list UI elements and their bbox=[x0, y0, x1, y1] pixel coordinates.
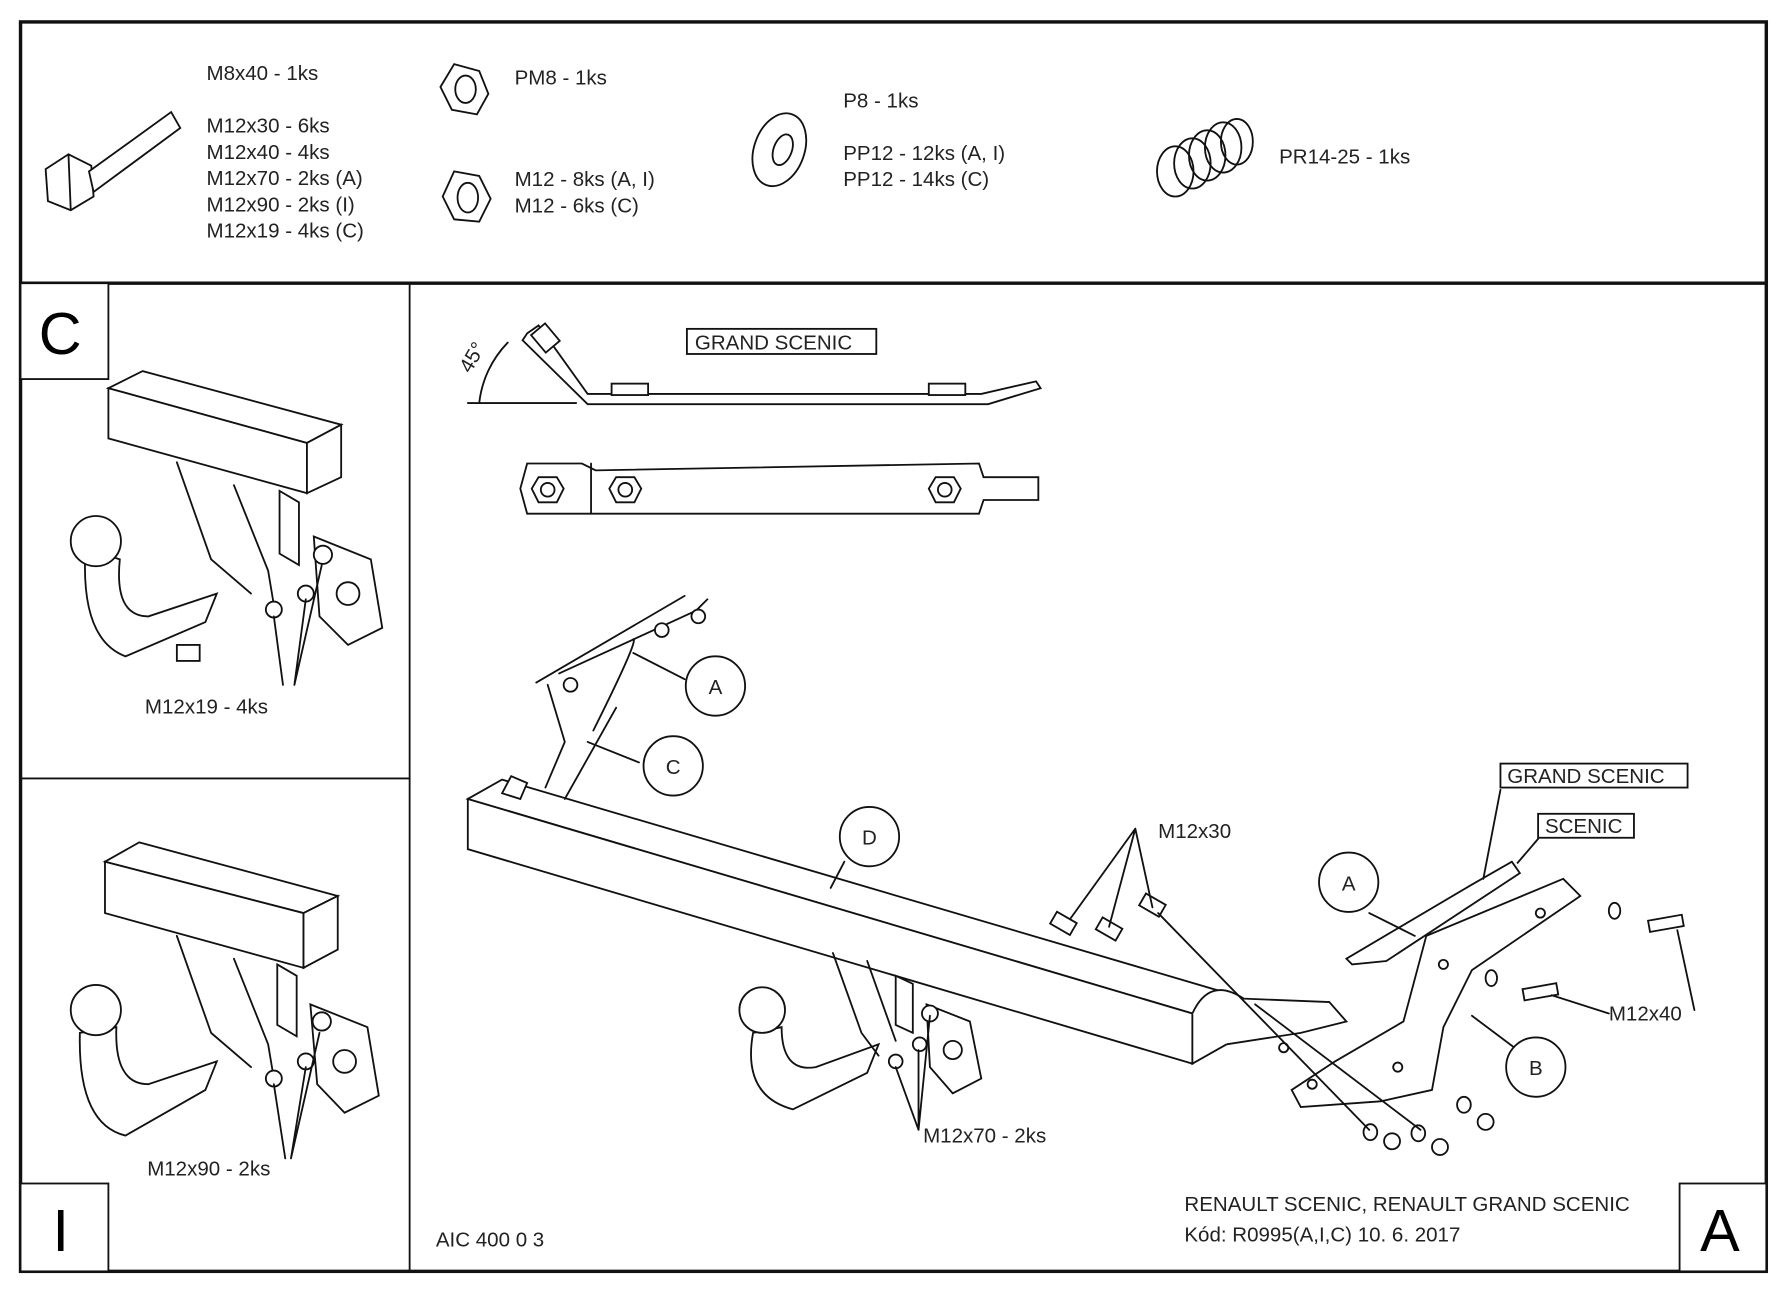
callout-c: C bbox=[642, 735, 704, 797]
part-washer-p8: P8 - 1ks bbox=[843, 90, 918, 113]
variant-c-panel: C M12x19 - 4ks bbox=[19, 282, 384, 718]
hitch-ball bbox=[738, 952, 983, 1111]
main-assembly-panel: 45° GRAND SCENIC bbox=[436, 322, 1768, 1273]
part-nut-pm8: PM8 - 1ks bbox=[515, 67, 607, 90]
label-m12x70: M12x70 - 2ks bbox=[923, 1124, 1046, 1147]
part-nut-m12-c: M12 - 6ks (C) bbox=[515, 194, 639, 217]
spring-icon bbox=[1156, 118, 1254, 198]
part-bolt-m12x19: M12x19 - 4ks (C) bbox=[207, 220, 364, 243]
variant-c-bolt-label: M12x19 - 4ks bbox=[145, 695, 268, 718]
svg-text:B: B bbox=[1529, 1057, 1543, 1080]
part-bolt-m12x40: M12x40 - 4ks bbox=[207, 141, 330, 164]
vehicle-title: RENAULT SCENIC, RENAULT GRAND SCENIC bbox=[1184, 1193, 1630, 1216]
callout-a-right: A bbox=[1318, 851, 1380, 913]
label-m12x30: M12x30 bbox=[1158, 820, 1231, 843]
angle-label: 45° bbox=[455, 338, 490, 376]
label-m12x40: M12x40 bbox=[1609, 1002, 1682, 1025]
main-beam bbox=[465, 594, 1349, 1066]
washer-icon bbox=[751, 112, 808, 188]
callout-b: B bbox=[1505, 1036, 1567, 1098]
callout-a: A bbox=[684, 655, 747, 717]
part-washer-pp12-ai: PP12 - 12ks (A, I) bbox=[843, 142, 1005, 165]
parts-list: M8x40 - 1ks M12x30 - 6ks M12x40 - 4ks M1… bbox=[44, 62, 1410, 243]
lock-nut-icon bbox=[439, 63, 490, 116]
part-bolt-m12x30: M12x30 - 6ks bbox=[207, 115, 330, 138]
svg-text:D: D bbox=[862, 827, 877, 850]
sheet-letter: A bbox=[1700, 1197, 1740, 1264]
side-bracket-b bbox=[1278, 860, 1582, 1108]
part-spring-pr14-25: PR14-25 - 1ks bbox=[1279, 145, 1410, 168]
svg-text:A: A bbox=[1342, 872, 1356, 895]
variant-i-letter: I bbox=[52, 1197, 68, 1264]
part-bolt-m12x70: M12x70 - 2ks (A) bbox=[207, 167, 363, 190]
svg-text:A: A bbox=[709, 676, 723, 699]
part-bolt-m8x40: M8x40 - 1ks bbox=[207, 62, 319, 85]
drawing-frame bbox=[18, 20, 1769, 1274]
towbar-i-illustration bbox=[69, 841, 380, 1160]
grand-scenic-label: GRAND SCENIC bbox=[695, 331, 852, 354]
nut-icon bbox=[441, 170, 492, 223]
towbar-c-illustration bbox=[69, 370, 384, 686]
part-bolt-m12x90: M12x90 - 2ks (I) bbox=[207, 193, 355, 216]
leader-lines bbox=[586, 652, 1696, 1131]
tag-scenic: SCENIC bbox=[1545, 815, 1623, 838]
code-and-date: Kód: R0995(A,I,C) 10. 6. 2017 bbox=[1184, 1224, 1460, 1247]
bracket-top-view bbox=[519, 462, 1040, 515]
part-washer-pp12-c: PP12 - 14ks (C) bbox=[843, 168, 989, 191]
svg-text:C: C bbox=[666, 756, 681, 779]
callout-d: D bbox=[838, 806, 901, 868]
drawing-code: AIC 400 0 3 bbox=[436, 1228, 544, 1251]
variant-c-letter: C bbox=[39, 300, 82, 367]
variant-i-panel: M12x90 - 2ks I bbox=[19, 841, 380, 1273]
tag-grand-scenic: GRAND SCENIC bbox=[1507, 765, 1664, 788]
variant-i-bolt-label: M12x90 - 2ks bbox=[147, 1158, 270, 1181]
bolt-icon bbox=[44, 110, 182, 212]
part-nut-m12-ai: M12 - 8ks (A, I) bbox=[515, 168, 655, 191]
